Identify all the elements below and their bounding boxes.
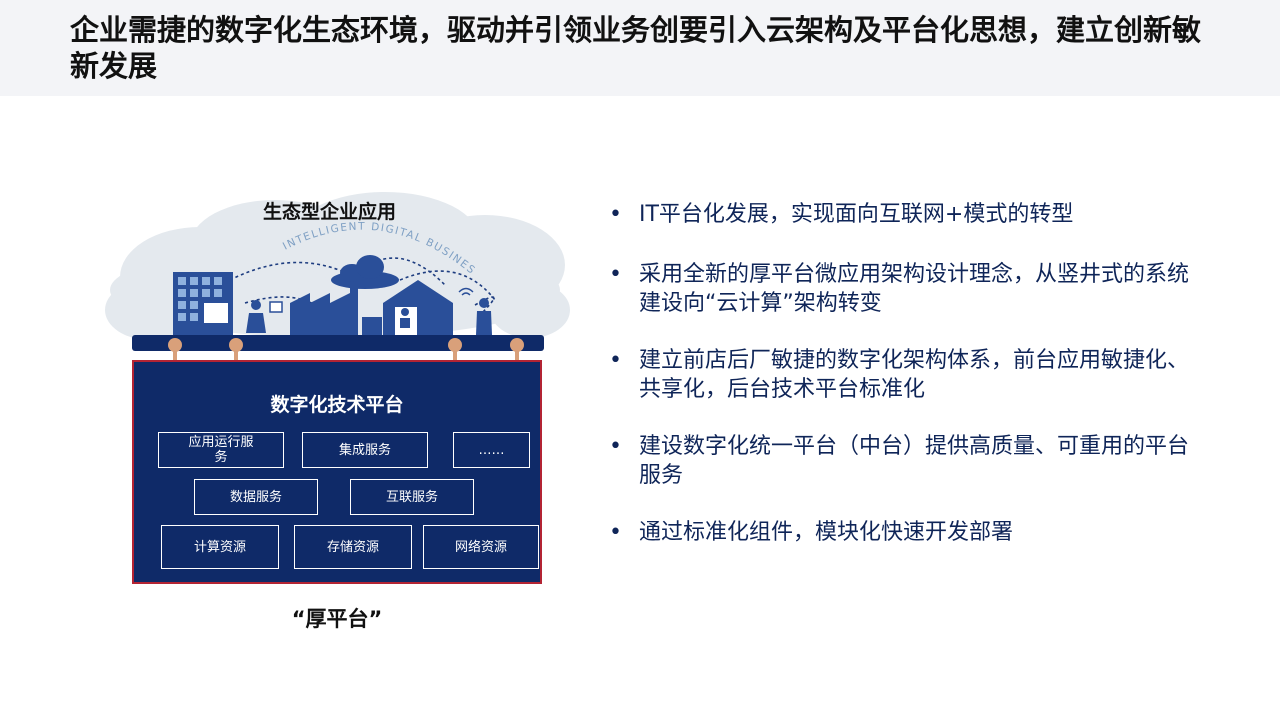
resource-storage: 存储资源 [294,525,412,569]
person-icon [246,300,283,333]
building-icon [173,272,233,335]
small-cloud-icon [331,255,399,289]
bullet-dot: • [609,348,622,373]
bullet-list: • IT平台化发展，实现面向互联网+模式的转型 • 采用全新的厚平台微应用架构设… [605,200,1205,547]
factory-icon [290,280,382,335]
bullet-item: • 采用全新的厚平台微应用架构设计理念，从竖井式的系统建设向“云计算”架构转变 [605,260,1205,318]
bullet-text: 通过标准化组件，模块化快速开发部署 [639,520,1014,545]
service-app-runtime: 应用运行服务 [158,432,284,468]
resource-network: 网络资源 [423,525,539,569]
digital-platform-box: 数字化技术平台 应用运行服务 集成服务 …… 数据服务 互联服务 计算资源 存储… [132,360,542,584]
bullet-dot: • [609,434,622,459]
bullet-dot: • [609,202,622,227]
home-office-icon [383,280,453,335]
bullet-text: 采用全新的厚平台微应用架构设计理念，从竖井式的系统建设向“云计算”架构转变 [639,262,1190,316]
service-data: 数据服务 [194,479,318,515]
bullet-text: IT平台化发展，实现面向互联网+模式的转型 [639,202,1074,227]
bullet-item: • 建立前店后厂敏捷的数字化架构体系，前台应用敏捷化、共享化，后台技术平台标准化 [605,346,1205,404]
bullet-item: • IT平台化发展，实现面向互联网+模式的转型 [605,200,1205,229]
service-integration: 集成服务 [302,432,428,468]
service-more: …… [453,432,530,468]
top-bar [132,335,544,351]
phone-user-icon [458,287,492,335]
bullet-item: • 建设数字化统一平台（中台）提供高质量、可重用的平台服务 [605,432,1205,490]
ecosystem-title: 生态型企业应用 [263,201,397,223]
bullet-dot: • [609,262,622,287]
bullet-item: • 通过标准化组件，模块化快速开发部署 [605,518,1205,547]
ecosystem-cloud-illustration: INTELLIGENT DIGITAL BUSINESS [100,185,570,385]
thick-platform-diagram: INTELLIGENT DIGITAL BUSINESS [100,185,570,645]
bullet-dot: • [609,520,622,545]
platform-title: 数字化技术平台 [270,394,404,416]
resource-compute: 计算资源 [161,525,279,569]
platform-caption: “厚平台” [291,607,383,631]
service-interconnect: 互联服务 [350,479,474,515]
title-band [0,0,1280,96]
page-title: 企业需捷的数字化生态环境，驱动并引领业务创要引入云架构及平台化思想，建立创新敏新… [70,13,1202,83]
bullet-text: 建立前店后厂敏捷的数字化架构体系，前台应用敏捷化、共享化，后台技术平台标准化 [639,348,1190,402]
bullet-text: 建设数字化统一平台（中台）提供高质量、可重用的平台服务 [639,434,1190,488]
